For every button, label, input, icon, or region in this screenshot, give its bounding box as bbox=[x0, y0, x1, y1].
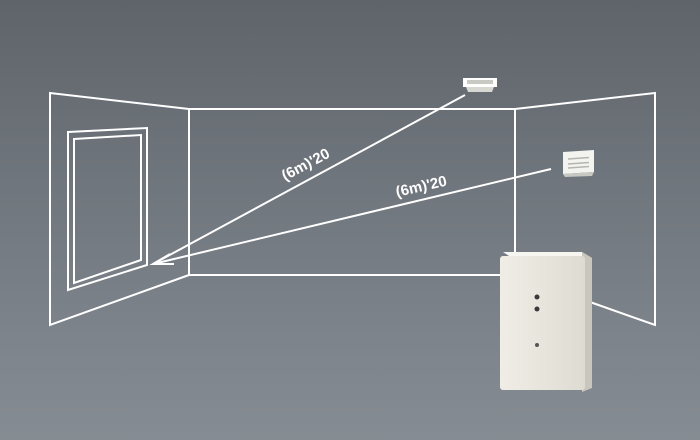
range-lines bbox=[149, 94, 552, 265]
panel-indicator-dot bbox=[535, 343, 539, 347]
arrow-head-icon bbox=[149, 253, 174, 265]
ceiling-smoke-detector-icon bbox=[463, 78, 497, 92]
ceiling-detector-range-line bbox=[152, 94, 466, 265]
control-panel-box bbox=[500, 252, 592, 392]
wall-detector-range-line bbox=[152, 168, 552, 265]
left-wall bbox=[49, 91, 190, 327]
right-wall bbox=[514, 91, 656, 327]
door-outline bbox=[67, 126, 148, 292]
panel-sensor-hole-top bbox=[534, 294, 540, 300]
back-wall bbox=[188, 108, 516, 276]
wall-detector-range-label: (6m)'20 bbox=[394, 173, 448, 201]
ceiling-detector-range-label: (6m)'20 bbox=[279, 145, 333, 184]
wall-heat-detector-icon bbox=[563, 150, 594, 177]
panel-sensor-hole-middle bbox=[534, 306, 540, 312]
